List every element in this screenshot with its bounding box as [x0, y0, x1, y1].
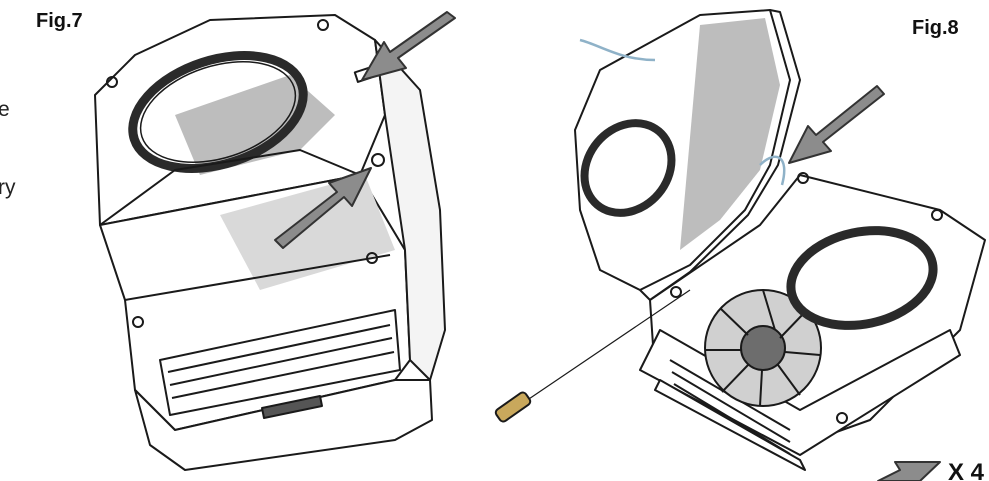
figure-7-label: Fig.7 [36, 10, 83, 32]
cropped-text-line-1: e [0, 98, 10, 121]
quantity-label: X 4 [948, 459, 985, 481]
figure-8-label: Fig.8 [912, 17, 959, 39]
cropped-text-line-2: ry [0, 176, 16, 199]
